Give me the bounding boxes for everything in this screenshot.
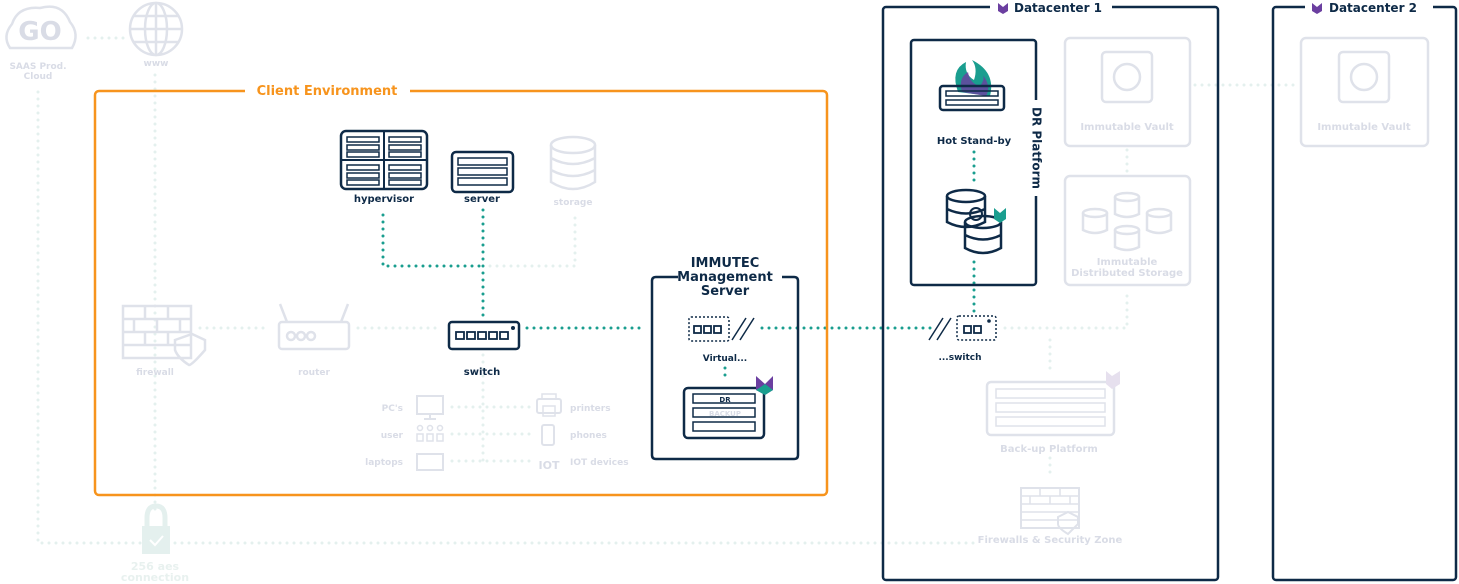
label: printers <box>570 404 611 414</box>
immutec-title: IMMUTEC <box>691 256 760 271</box>
dr-platform-box <box>909 38 1038 287</box>
dc1-switch-label: ...switch <box>938 353 981 363</box>
immutec-logo-icon <box>998 3 1008 14</box>
virtual-label: Virtual... <box>703 354 747 364</box>
backup-platform-icon <box>985 371 1120 437</box>
laptop-icon <box>416 453 444 471</box>
pc-icon <box>416 395 444 420</box>
database-replication-icon <box>945 188 1006 255</box>
label: phones <box>570 431 607 441</box>
firewall-label: firewall <box>136 368 174 378</box>
encryption-label: connection <box>121 571 189 584</box>
datacenter-2-title: Datacenter 2 <box>1329 1 1417 15</box>
switch-label: switch <box>464 367 500 378</box>
server-label: server <box>464 194 500 205</box>
svg-text:IOT: IOT <box>539 459 560 472</box>
lock-icon <box>142 503 170 554</box>
dr-backup-server-icon: DR BACKUP <box>682 376 773 440</box>
hypervisor-icon <box>339 129 429 191</box>
dc2-immutable-vault-icon <box>1299 36 1430 148</box>
dc2-vault-label: Immutable Vault <box>1317 122 1411 133</box>
phone-icon <box>541 424 555 446</box>
firewall-icon <box>121 304 207 367</box>
datacenter-1-title: Datacenter 1 <box>1014 1 1102 15</box>
distributed-storage-label: Immutable <box>1097 257 1158 268</box>
device-list: PC's user laptops IOT printers phones IO… <box>365 393 629 472</box>
storage-icon <box>549 135 597 191</box>
www-label: www <box>144 59 169 69</box>
immutable-vault-icon <box>1063 36 1192 148</box>
immutec-title: Server <box>701 284 750 299</box>
distributed-storage-icon <box>1063 174 1192 287</box>
label: user <box>381 431 404 441</box>
dr-platform-label: DR Platform <box>1030 107 1044 189</box>
router-icon <box>277 303 351 351</box>
hot-standby-label: Hot Stand-by <box>937 136 1012 147</box>
hot-standby-icon <box>938 60 1006 112</box>
firewalls-label: Firewalls & Security Zone <box>978 535 1123 546</box>
server-icon <box>450 150 515 194</box>
hypervisor-label: hypervisor <box>354 194 414 205</box>
label: IOT devices <box>570 458 629 468</box>
globe-icon <box>128 1 184 57</box>
immutec-server-box <box>650 275 800 461</box>
backup-platform-label: Back-up Platform <box>1000 444 1098 455</box>
client-environment-box <box>93 89 829 497</box>
security-zone-firewall-icon <box>1020 487 1080 536</box>
dc1-vault-label: Immutable Vault <box>1080 122 1174 133</box>
router-label: router <box>298 368 330 378</box>
virtual-switch-icon <box>688 316 755 342</box>
immutec-logo-icon <box>1312 3 1322 14</box>
switch-icon <box>447 320 521 351</box>
faded-connectors <box>36 36 1302 545</box>
active-connectors <box>381 150 976 382</box>
label: GO <box>18 17 61 47</box>
label: laptops <box>365 458 403 468</box>
label: DR <box>719 396 731 404</box>
iot-icon: IOT <box>539 459 560 472</box>
users-icon <box>416 424 444 442</box>
storage-label: storage <box>554 198 593 208</box>
client-environment-title: Client Environment <box>257 84 398 99</box>
cloud-label: Cloud <box>24 72 53 82</box>
immutec-title: Management <box>677 270 773 285</box>
datacenter-1-box <box>881 5 1220 582</box>
saas-cloud-icon: GO <box>5 5 77 50</box>
cloud-label: SAAS Prod. <box>9 62 66 72</box>
label: PC's <box>382 404 403 414</box>
printer-icon <box>536 393 562 417</box>
dc1-switch-icon <box>928 315 997 341</box>
label: BACKUP <box>709 410 741 418</box>
distributed-storage-label: Distributed Storage <box>1071 268 1183 279</box>
encryption-label: 256 aes <box>131 560 180 573</box>
